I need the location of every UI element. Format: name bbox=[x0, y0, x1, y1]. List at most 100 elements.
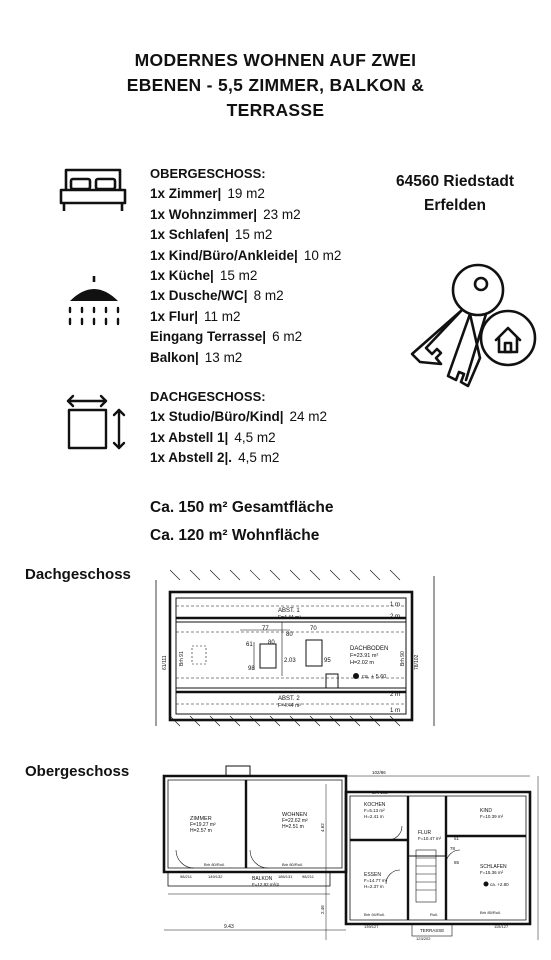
og-kind-area: F=10.39 m² bbox=[480, 814, 504, 819]
area-dimensions-icon bbox=[66, 394, 126, 450]
og-brh-80-b: Brh 80/Roll. bbox=[282, 862, 303, 867]
og-room-label: 1x Zimmer| bbox=[150, 186, 222, 202]
dg-dim-203: 2.03 bbox=[284, 658, 296, 664]
og-kochen-height: H=2.41 m bbox=[364, 814, 384, 819]
og-zimmer-label: ZIMMER bbox=[190, 816, 212, 822]
og-room-row: Balkon|13 m2 bbox=[150, 348, 341, 368]
og-dim-149-132: 149/132 bbox=[208, 874, 223, 879]
dg-room-size: 24 m2 bbox=[289, 409, 328, 425]
obergeschoss-floor-plan: ZIMMER F=19.27 m² H=2.57 m WOHNEN F=22.6… bbox=[162, 765, 539, 941]
og-dim-102-86: 102/86 bbox=[372, 770, 386, 775]
dg-room-label: 1x Studio/Büro/Kind| bbox=[150, 409, 284, 425]
obergeschoss-plan-label: Obergeschoss bbox=[25, 763, 130, 780]
og-room-row: 1x Flur| 11 m2 bbox=[150, 307, 341, 327]
og-room-size: 11 m2 bbox=[204, 308, 241, 324]
og-dim-98-211-b: 98/211 bbox=[302, 874, 315, 879]
og-room-size: 8 m2 bbox=[253, 288, 284, 304]
og-dim-51: 51 bbox=[454, 836, 460, 841]
og-room-row: 1x Zimmer| 19 m2 bbox=[150, 184, 341, 204]
dg-room-row: 1x Studio/Büro/Kind| 24 m2 bbox=[150, 407, 327, 427]
og-kind-label: KIND bbox=[480, 808, 492, 814]
og-room-label: 1x Wohnzimmer| bbox=[150, 206, 258, 222]
og-dim-246: 2.46 bbox=[320, 905, 325, 914]
og-flur-label: FLUR bbox=[418, 830, 431, 836]
og-wohnen-label: WOHNEN bbox=[282, 812, 307, 818]
obergeschoss-list: OBERGESCHOSS: 1x Zimmer| 19 m2 1x Wohnzimm… bbox=[150, 164, 341, 368]
og-room-row: 1x Küche|15 m2 bbox=[150, 266, 341, 286]
og-essen-area: F=14.77 m² bbox=[364, 878, 388, 883]
og-dim-98-211-a: 98/211 bbox=[180, 874, 193, 879]
dg-dim-61: 61 bbox=[246, 642, 253, 648]
og-dim-186-131: 186/131 bbox=[278, 874, 293, 879]
dg-brh-90: Brh 90 bbox=[400, 651, 406, 666]
living-area: Ca. 120 m² Wohnfläche bbox=[150, 527, 320, 544]
og-room-label: 1x Kind/Büro/Ankleide| bbox=[150, 247, 298, 263]
og-brh-102: Brh 102 bbox=[372, 790, 388, 795]
shower-icon bbox=[68, 276, 120, 326]
dg-dim-77: 77 bbox=[262, 626, 269, 632]
og-room-row: Eingang Terrasse| 6 m2 bbox=[150, 327, 341, 347]
bed-icon bbox=[59, 168, 127, 211]
og-room-size: 15 m2 bbox=[234, 227, 273, 243]
og-room-row: 1x Wohnzimmer| 23 m2 bbox=[150, 205, 341, 225]
og-zimmer-area: F=19.27 m² bbox=[190, 822, 216, 828]
dg-room-label: 1x Abstell 1| bbox=[150, 429, 229, 445]
title-line-1: MODERNES WOHNEN AUF ZWEI bbox=[134, 50, 417, 70]
total-area: Ca. 150 m² Gesamtfläche bbox=[150, 499, 334, 516]
dg-abst2-area: F=4.44 m² bbox=[278, 703, 301, 709]
og-room-label: 1x Schlafen| bbox=[150, 227, 229, 243]
dg-dim-70: 70 bbox=[310, 626, 317, 632]
dg-room-label: 1x Abstell 2|. bbox=[150, 450, 233, 466]
dg-dachboden-area: F=23.91 m² bbox=[350, 653, 378, 659]
og-dim-943: 9.43 bbox=[224, 924, 234, 930]
og-brh-85: Brh 85/Roll. bbox=[480, 910, 501, 915]
og-room-label: 1x Flur| bbox=[150, 308, 199, 324]
og-schlafen-label: SCHLAFEN bbox=[480, 864, 507, 870]
og-essen-height: H=2.37 m bbox=[364, 884, 384, 889]
og-dim-115-127: 115/127 bbox=[494, 924, 509, 929]
og-dim-139-127: 139/127 bbox=[364, 924, 379, 929]
dg-dim-61-111: 61/111 bbox=[162, 655, 168, 670]
og-room-label: Eingang Terrasse| bbox=[150, 329, 267, 345]
og-room-row: 1x Dusche/WC|8 m2 bbox=[150, 286, 341, 306]
title-line-2: EBENEN - 5,5 ZIMMER, BALKON & bbox=[126, 75, 425, 95]
og-room-size: 6 m2 bbox=[272, 329, 303, 345]
dg-dim-80b: 80 bbox=[268, 640, 275, 646]
dg-dim-95: 95 bbox=[324, 658, 331, 664]
dg-abst1-label: ABST. 1 bbox=[278, 608, 300, 614]
og-dim-123-202: 123/202 bbox=[416, 936, 431, 941]
dg-dim-78-102: 78/102 bbox=[414, 654, 420, 670]
house-keys-icon bbox=[410, 263, 537, 388]
og-dim-462: 4.62 bbox=[320, 823, 325, 832]
og-wohnen-area: F=22.62 m² bbox=[282, 818, 308, 824]
dachgeschoss-heading: DACHGESCHOSS: bbox=[150, 389, 266, 404]
dg-room-row: 1x Abstell 2|.4,5 m2 bbox=[150, 448, 327, 468]
og-roll: Roll. bbox=[430, 912, 438, 917]
og-wohnen-height: H=2.51 m bbox=[282, 824, 304, 830]
og-schlafen-area: F=15.36 m² bbox=[480, 870, 504, 875]
og-essen-label: ESSEN bbox=[364, 872, 381, 878]
location-line-2: Erfelden bbox=[423, 197, 486, 214]
dachgeschoss-floor-plan: ABST. 1 F=4.44 m² 1 m 2 m 77 70 80 61 80… bbox=[155, 569, 435, 727]
og-dim-85: 85 bbox=[454, 860, 460, 865]
og-schlafen-elevation: ca. +2.80 bbox=[490, 882, 509, 887]
og-brh-80-a: Brh 80/Roll. bbox=[204, 862, 225, 867]
og-terrasse-label: TERRASSE bbox=[420, 928, 444, 933]
dg-brh-91: Brh 91 bbox=[179, 651, 185, 666]
location: 64560 Riedstadt Erfelden bbox=[372, 170, 538, 218]
og-kochen-area: F=5.13 m² bbox=[364, 808, 385, 813]
dg-height-2m-b: 2 m bbox=[390, 692, 400, 698]
og-room-row: 1x Schlafen| 15 m2 bbox=[150, 225, 341, 245]
dg-height-2m-a: 2 m bbox=[390, 614, 400, 620]
dg-room-row: 1x Abstell 1| 4,5 m2 bbox=[150, 428, 327, 448]
dg-room-size: 4,5 m2 bbox=[234, 429, 276, 445]
obergeschoss-heading: OBERGESCHOSS: bbox=[150, 166, 266, 181]
og-room-size: 23 m2 bbox=[263, 206, 301, 222]
og-room-size: 15 m2 bbox=[219, 267, 258, 283]
og-kochen-label: KOCHEN bbox=[364, 802, 386, 808]
og-brh-94: Brh 94/Roll. bbox=[364, 912, 385, 917]
og-room-size: 19 m2 bbox=[227, 186, 265, 202]
og-zimmer-height: H=2.57 m bbox=[190, 828, 212, 834]
dg-dim-98: 98 bbox=[248, 666, 255, 672]
